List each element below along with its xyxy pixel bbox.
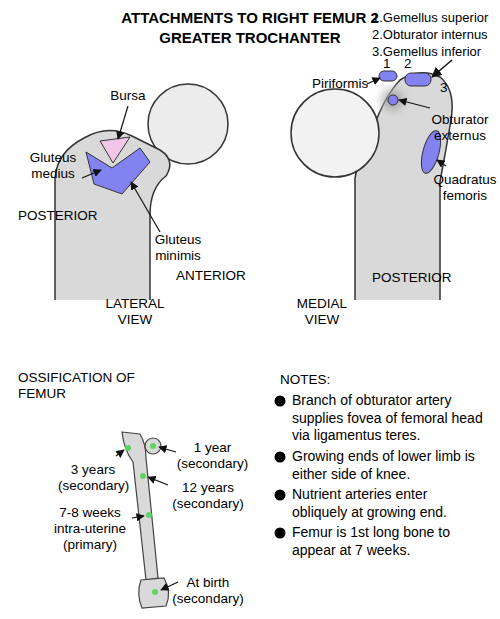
leader-line: [437, 160, 446, 166]
ossification-centre: [146, 512, 152, 518]
leader-line: [159, 447, 176, 452]
trochanteric-fossa: [373, 80, 413, 120]
note-text: Nutrient arteries enter obliquely at gro…: [292, 486, 484, 521]
lateral-femur: [55, 84, 228, 300]
leader-line: [148, 477, 168, 485]
femoral-head: [145, 438, 161, 454]
muscle-name: Quadratus femoris: [432, 172, 498, 204]
view-direction: POSTERIOR: [18, 208, 98, 224]
note-text: Femur is 1st long bone to appear at 7 we…: [292, 524, 484, 559]
bullet: [275, 396, 286, 407]
leader-line: [432, 60, 452, 77]
muscle-name: Gluteus medius: [18, 150, 88, 182]
callout-number: 2: [404, 56, 412, 72]
bursa-area: [100, 137, 130, 163]
age-label: 12 years (secondary): [166, 480, 250, 512]
bullet: [275, 452, 286, 463]
ossification-centre: [140, 473, 146, 479]
femur-condyles: [139, 578, 169, 608]
leader-line: [116, 450, 124, 456]
diagram-title: ATTACHMENTS TO RIGHT FEMUR 2 GREATER TRO…: [90, 8, 410, 48]
ossification-centre: [125, 445, 131, 451]
callout-number: 1: [383, 56, 391, 72]
view-name: MEDIAL VIEW: [292, 296, 352, 328]
muscle-name: Piriformis: [312, 76, 368, 92]
age-label: 3 years (secondary): [58, 462, 128, 494]
bullet: [275, 528, 286, 539]
part-name: Bursa: [98, 88, 158, 104]
muscle-key: 1.Gemellus superior: [372, 10, 488, 26]
view-direction: POSTERIOR: [372, 270, 452, 286]
muscle-name: Gluteus minimis: [138, 232, 218, 264]
age-label: 1 year (secondary): [175, 440, 250, 472]
callout-number: 3: [440, 80, 448, 96]
femoral-head: [291, 89, 379, 177]
leader-line: [161, 582, 178, 590]
muscle-attachment: [388, 95, 398, 105]
leader-line: [82, 170, 101, 178]
bullet-list: [275, 396, 286, 539]
medial-femur: [291, 60, 452, 300]
muscle-attachment: [379, 71, 397, 81]
bullet: [275, 490, 286, 501]
leader-line: [399, 100, 430, 108]
leader-line: [367, 78, 380, 84]
ossification-centre: [152, 589, 158, 595]
view-name: LATERAL VIEW: [100, 296, 170, 328]
muscle-key: 2.Obturator internus: [372, 27, 488, 43]
note-text: Branch of obturator artery supplies fove…: [292, 392, 484, 445]
ossification-femur: [116, 432, 178, 608]
view-direction: ANTERIOR: [176, 268, 246, 284]
notes-heading: NOTES:: [280, 372, 330, 388]
age-label: 7-8 weeks intra-uterine (primary): [44, 505, 136, 553]
ossification-centre: [150, 443, 156, 449]
muscle-name: Obturator externus: [424, 112, 496, 144]
muscle-attachment: [405, 73, 431, 86]
leader-line: [132, 516, 144, 518]
note-text: Growing ends of lower limb is either sid…: [292, 448, 484, 483]
age-label: At birth (secondary): [172, 575, 244, 607]
leader-line: [118, 106, 128, 139]
section-heading: OSSIFICATION OF FEMUR: [18, 370, 143, 402]
leader-line: [131, 182, 160, 232]
